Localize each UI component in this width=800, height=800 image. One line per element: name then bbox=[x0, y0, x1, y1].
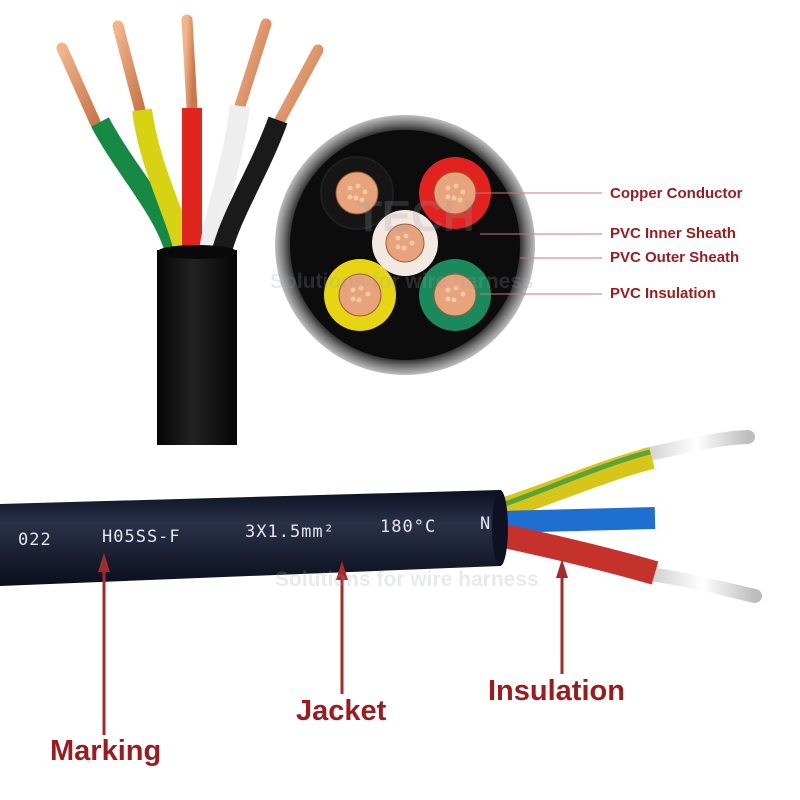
watermark-slogan-bottom: Solutions for wire harness bbox=[275, 568, 539, 591]
cross-section bbox=[275, 115, 602, 375]
watermark-brand: TECH bbox=[355, 192, 475, 241]
label-copper-conductor: Copper Conductor bbox=[610, 185, 743, 202]
marking-size: 3X1.5mm² bbox=[245, 522, 335, 542]
white-wire bbox=[198, 104, 250, 260]
marking-temp: 180°C bbox=[380, 517, 437, 537]
jacket-arrow-head bbox=[336, 561, 348, 580]
marking-tail: N bbox=[480, 514, 492, 534]
horizontal-cable bbox=[0, 430, 768, 603]
callout-arrows bbox=[98, 553, 568, 735]
watermark-slogan-top: Solutions for wire harness bbox=[270, 270, 534, 293]
blue-wire bbox=[499, 507, 656, 533]
marking-arrow-head bbox=[98, 553, 110, 572]
black-wire bbox=[210, 116, 288, 261]
red-wire-bottom bbox=[497, 523, 659, 585]
outer-jacket bbox=[157, 250, 237, 445]
vertical-cable bbox=[56, 14, 324, 445]
yellow-green-wire bbox=[496, 447, 655, 521]
label-pvc-inner-sheath: PVC Inner Sheath bbox=[610, 225, 736, 242]
callout-jacket: Jacket bbox=[296, 695, 387, 727]
copper-tips bbox=[56, 14, 324, 128]
callout-insulation: Insulation bbox=[488, 675, 625, 707]
cable-jacket bbox=[0, 490, 500, 586]
label-pvc-insulation: PVC Insulation bbox=[610, 285, 716, 302]
marking-year: 022 bbox=[18, 530, 52, 550]
insulation-arrow-head bbox=[556, 559, 568, 578]
yellow-wire bbox=[132, 108, 196, 261]
marking-type: H05SS-F bbox=[102, 527, 181, 547]
label-pvc-outer-sheath: PVC Outer Sheath bbox=[610, 249, 740, 266]
silver-strands bbox=[638, 430, 768, 603]
callout-marking: Marking bbox=[50, 735, 162, 767]
